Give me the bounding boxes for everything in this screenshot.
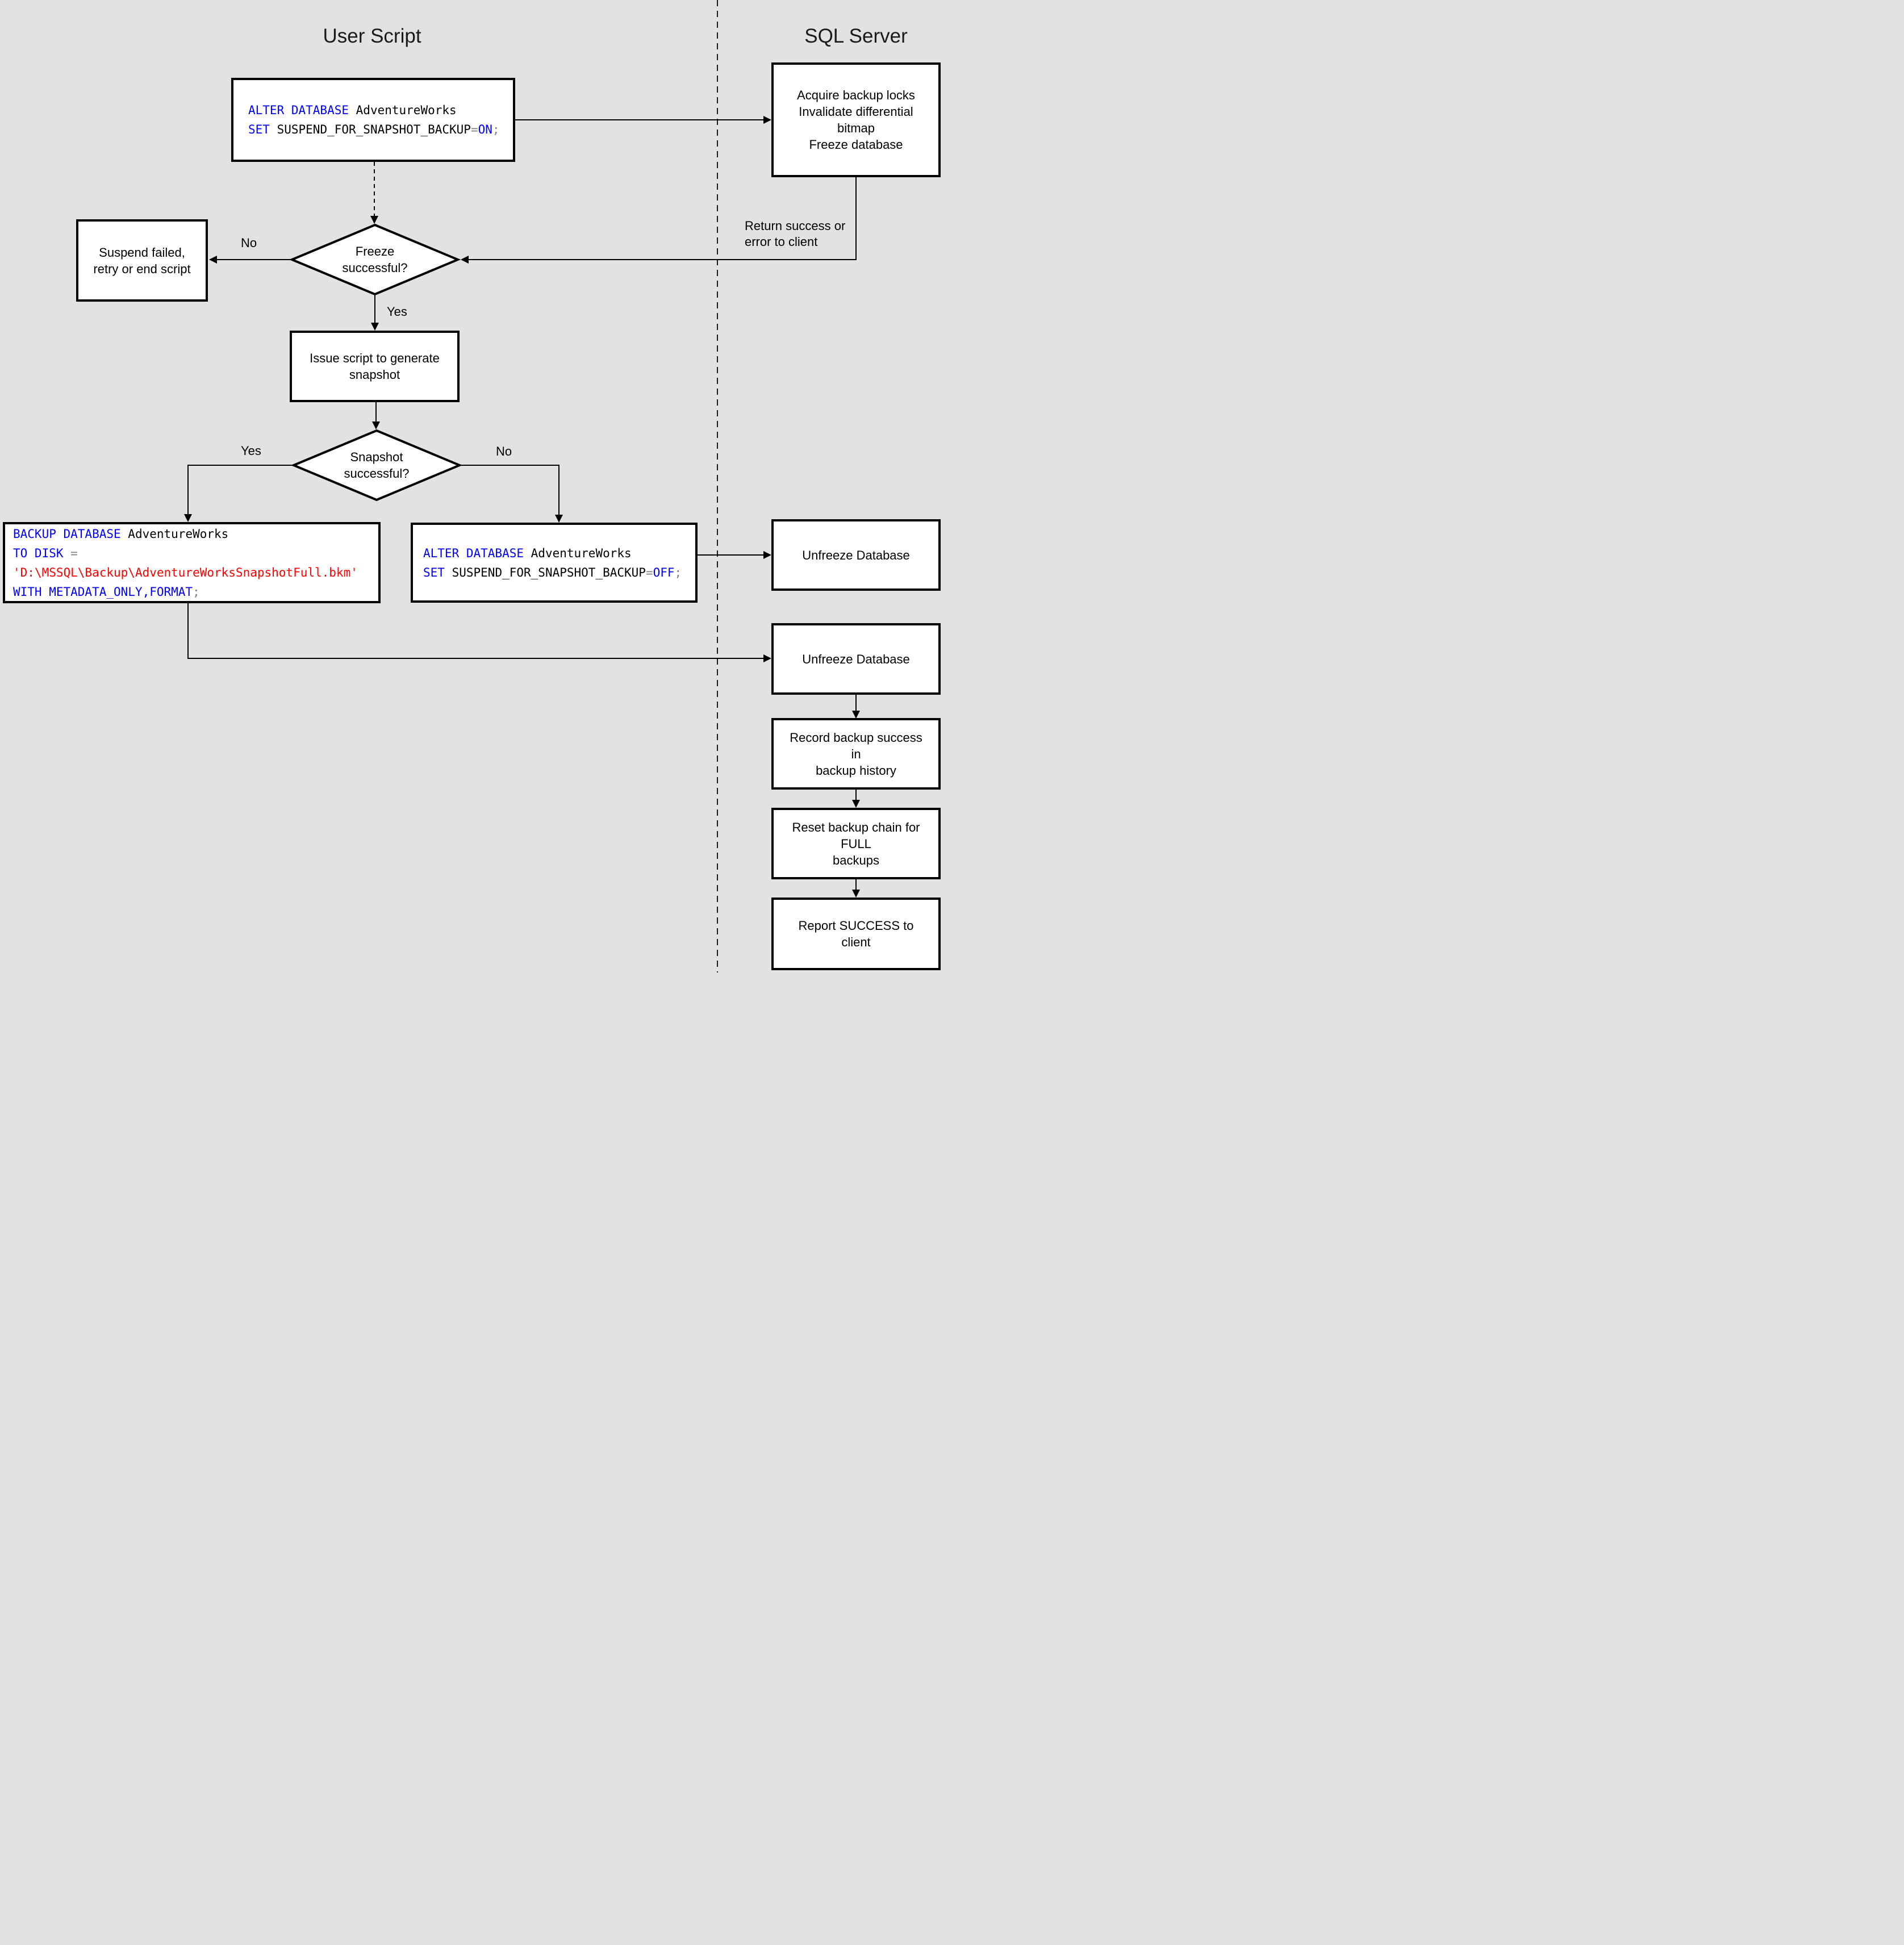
- arrow-return-horizontal-line: [469, 259, 857, 260]
- decision-snapshot-successful: Snapshot successful?: [290, 429, 463, 502]
- arrow-reset-to-report-head: [852, 890, 860, 898]
- report-success-text: Report SUCCESS to client: [798, 919, 914, 949]
- snapshot-yes-label: Yes: [241, 444, 261, 458]
- arrow-snapshot-yes-hline: [187, 465, 292, 466]
- arrow-snapshot-yes-vline: [187, 465, 189, 515]
- decision-freeze-successful: Freeze successful?: [289, 223, 461, 296]
- flowchart-canvas: User Script SQL Server ALTER DATABASE Ad…: [0, 0, 952, 972]
- node-acquire-backup-locks: Acquire backup locks Invalidate differen…: [771, 62, 941, 177]
- snapshot-no-label: No: [496, 444, 512, 458]
- node-suspend-failed: Suspend failed, retry or end script: [76, 219, 208, 302]
- arrow-alteroff-to-unfreeze1-head: [763, 551, 771, 559]
- arrow-alteroff-to-unfreeze1-line: [698, 554, 765, 556]
- node-record-backup-success: Record backup success in backup history: [771, 718, 941, 790]
- arrow-record-to-reset-line: [855, 790, 857, 801]
- arrow-unfreeze2-to-record-head: [852, 711, 860, 719]
- node-report-success: Report SUCCESS to client: [771, 898, 941, 970]
- node-issue-script: Issue script to generate snapshot: [290, 331, 460, 402]
- freeze-yes-label: Yes: [387, 304, 407, 319]
- arrow-return-vertical-line: [855, 177, 857, 260]
- record-backup-success-text: Record backup success in backup history: [790, 730, 922, 778]
- unfreeze-database-1-text: Unfreeze Database: [802, 548, 910, 562]
- freeze-no-label: No: [241, 236, 257, 250]
- freeze-diamond-shape: [289, 223, 461, 296]
- arrow-freeze-yes-head: [371, 323, 379, 331]
- return-note-label: Return success or error to client: [745, 219, 846, 249]
- arrow-freeze-no-head: [209, 256, 217, 264]
- node-reset-backup-chain: Reset backup chain for FULL backups: [771, 808, 941, 879]
- title-sql-server: SQL Server: [804, 25, 908, 47]
- reset-backup-chain-text: Reset backup chain for FULL backups: [792, 820, 920, 867]
- arrow-snapshot-no-vline: [558, 465, 559, 516]
- connector-issue-to-snapshot-head: [372, 421, 380, 429]
- arrow-return-head: [461, 256, 469, 264]
- node-unfreeze-database-1: Unfreeze Database: [771, 519, 941, 591]
- arrow-freeze-no-line: [216, 259, 290, 260]
- arrow-alteron-to-acquire-line: [515, 119, 765, 120]
- unfreeze-database-2-text: Unfreeze Database: [802, 652, 910, 666]
- connector-alteron-to-freeze-dashed: [374, 162, 375, 216]
- node-unfreeze-database-2: Unfreeze Database: [771, 623, 941, 695]
- arrow-unfreeze2-to-record-line: [855, 695, 857, 712]
- suspend-failed-text: Suspend failed, retry or end script: [93, 245, 191, 276]
- acquire-backup-locks-text: Acquire backup locks Invalidate differen…: [797, 88, 915, 152]
- arrow-snapshot-yes-head: [184, 514, 192, 522]
- connector-alteron-to-freeze-head: [370, 216, 378, 224]
- arrow-backup-to-unfreeze2-hline: [187, 658, 765, 659]
- title-user-script: User Script: [323, 25, 421, 47]
- column-divider-dashed-line: [717, 0, 718, 972]
- arrow-record-to-reset-head: [852, 800, 860, 808]
- snapshot-diamond-text: Snapshot successful?: [344, 450, 410, 481]
- arrow-backup-to-unfreeze2-vline: [187, 603, 189, 659]
- arrow-snapshot-no-hline: [461, 465, 559, 466]
- connector-issue-to-snapshot-line: [375, 402, 377, 423]
- freeze-diamond-text: Freeze successful?: [342, 244, 408, 275]
- arrow-backup-to-unfreeze2-head: [763, 654, 771, 662]
- arrow-freeze-yes-line: [374, 295, 375, 324]
- arrow-alteron-to-acquire-head: [763, 116, 771, 124]
- snapshot-diamond-shape: [290, 429, 463, 502]
- arrow-snapshot-no-head: [555, 515, 563, 523]
- issue-script-text: Issue script to generate snapshot: [310, 351, 440, 382]
- arrow-reset-to-report-line: [855, 879, 857, 891]
